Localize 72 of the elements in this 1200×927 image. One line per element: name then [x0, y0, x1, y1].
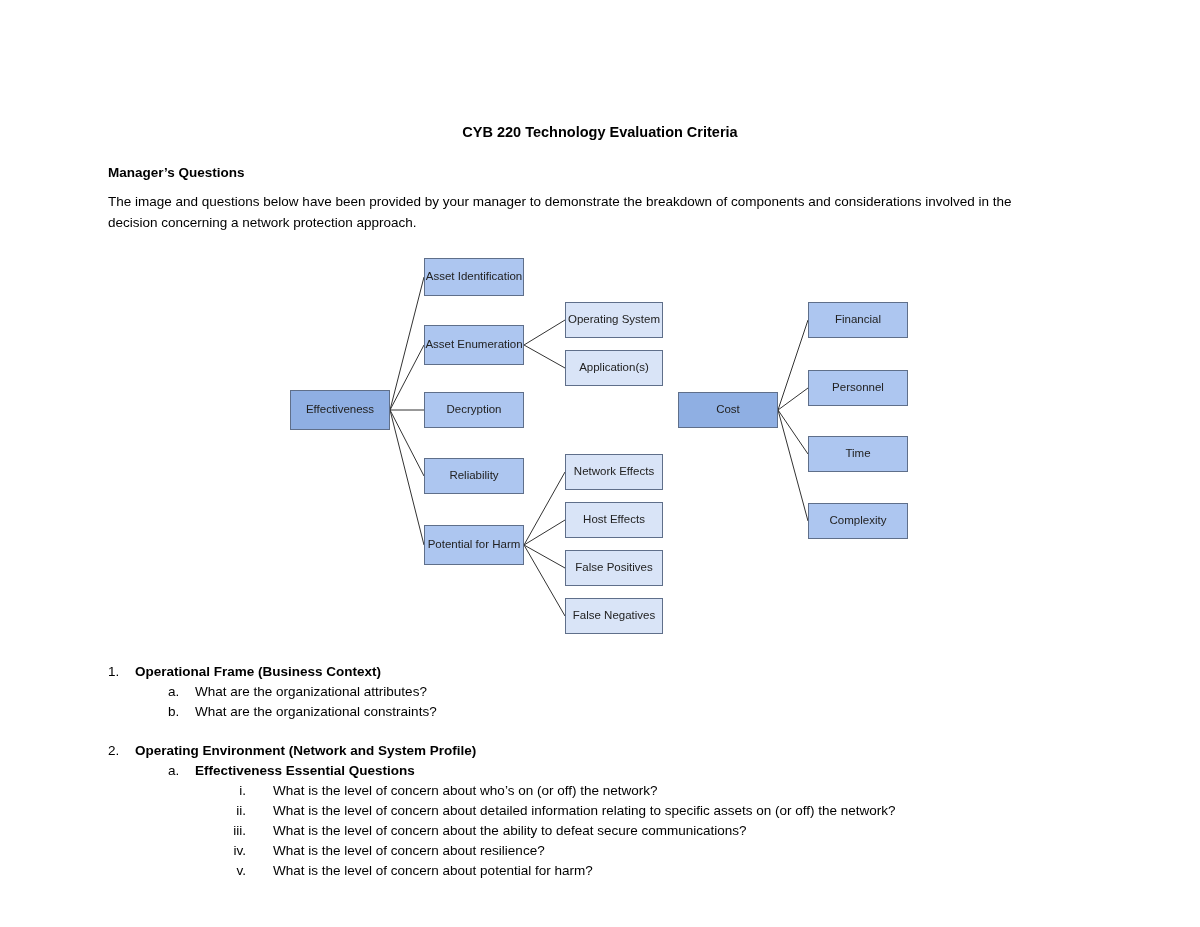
node-label: Personnel: [832, 381, 884, 395]
list-item: Operating Environment (Network and System Profile): [135, 743, 477, 760]
node-label: Potential for Harm: [427, 538, 521, 552]
category-box: [565, 550, 663, 586]
list-marker: i.: [238, 783, 246, 800]
category-box: [565, 454, 663, 490]
category-box: [424, 525, 524, 565]
connector-line: [389, 276, 425, 411]
list-marker: ii.: [235, 803, 246, 820]
document-title: CYB 220 Technology Evaluation Criteria: [461, 124, 739, 142]
node-label: Financial: [835, 313, 881, 327]
list-item: Effectiveness Essential Questions: [195, 763, 415, 780]
connector-line: [523, 544, 566, 569]
node-label: Network Effects: [573, 465, 655, 479]
connector-line: [777, 387, 809, 411]
list-marker: a.: [168, 763, 180, 780]
category-box: [290, 390, 390, 430]
category-box: [808, 436, 908, 472]
list-marker: a.: [168, 684, 180, 701]
node-label: Time: [845, 447, 871, 461]
node-label: Decryption: [446, 403, 502, 417]
connector-line: [523, 471, 566, 546]
category-box: [424, 458, 524, 494]
connector-line: [523, 544, 566, 617]
connector-line: [389, 409, 425, 477]
node-label: Effectiveness: [305, 403, 375, 417]
connector-line: [777, 409, 809, 522]
connector-line: [389, 409, 425, 546]
category-box: [565, 350, 663, 386]
list-marker: v.: [235, 863, 246, 880]
category-box: [424, 392, 524, 428]
list-item: Operational Frame (Business Context): [135, 664, 382, 681]
category-box: [565, 302, 663, 338]
list-item: What is the level of concern about detailed information relating to specific assets on (or off) the network?: [273, 803, 896, 820]
node-label: False Negatives: [572, 609, 656, 623]
list-marker: b.: [168, 704, 180, 721]
category-box: [424, 258, 524, 296]
connector-line: [777, 319, 809, 411]
node-label: Operating System: [567, 313, 660, 327]
list-item: What is the level of concern about the ability to defeat secure communications?: [273, 823, 747, 840]
node-label: Host Effects: [583, 513, 645, 527]
list-marker: iii.: [232, 823, 246, 840]
node-label: Asset Identification: [425, 270, 523, 284]
list-marker: 1.: [108, 664, 120, 681]
node-label: Complexity: [829, 514, 887, 528]
node-label: Asset Enumeration: [425, 338, 523, 352]
category-box: [808, 302, 908, 338]
list-item: What is the level of concern about potential for harm?: [273, 863, 593, 880]
list-marker: 2.: [108, 743, 120, 760]
category-box: [424, 325, 524, 365]
list-item: What are the organizational constraints?: [195, 704, 437, 721]
connector-line: [389, 344, 425, 411]
node-label: Reliability: [449, 469, 499, 483]
connector-line: [777, 409, 809, 455]
category-box: [565, 502, 663, 538]
list-item: What is the level of concern about resilience?: [273, 843, 545, 860]
list-item: What are the organizational attributes?: [195, 684, 427, 701]
category-box: [565, 598, 663, 634]
list-item: What is the level of concern about who’s on (or off) the network?: [273, 783, 658, 800]
node-label: Application(s): [579, 361, 649, 375]
category-box: [678, 392, 778, 428]
list-marker: iv.: [232, 843, 246, 860]
connector-line: [389, 409, 425, 411]
connector-line: [523, 319, 566, 346]
node-label: False Positives: [575, 561, 653, 575]
section-heading: Manager’s Questions: [108, 164, 246, 182]
connector-line: [523, 344, 566, 369]
connector-line: [523, 519, 566, 546]
intro-paragraph: The image and questions below have been provided by your manager to demonstrate the breakdown of components and considerations involved in the decision concerning a network protection approach.: [108, 193, 1013, 232]
category-box: [808, 370, 908, 406]
node-label: Cost: [716, 403, 740, 417]
category-box: [808, 503, 908, 539]
